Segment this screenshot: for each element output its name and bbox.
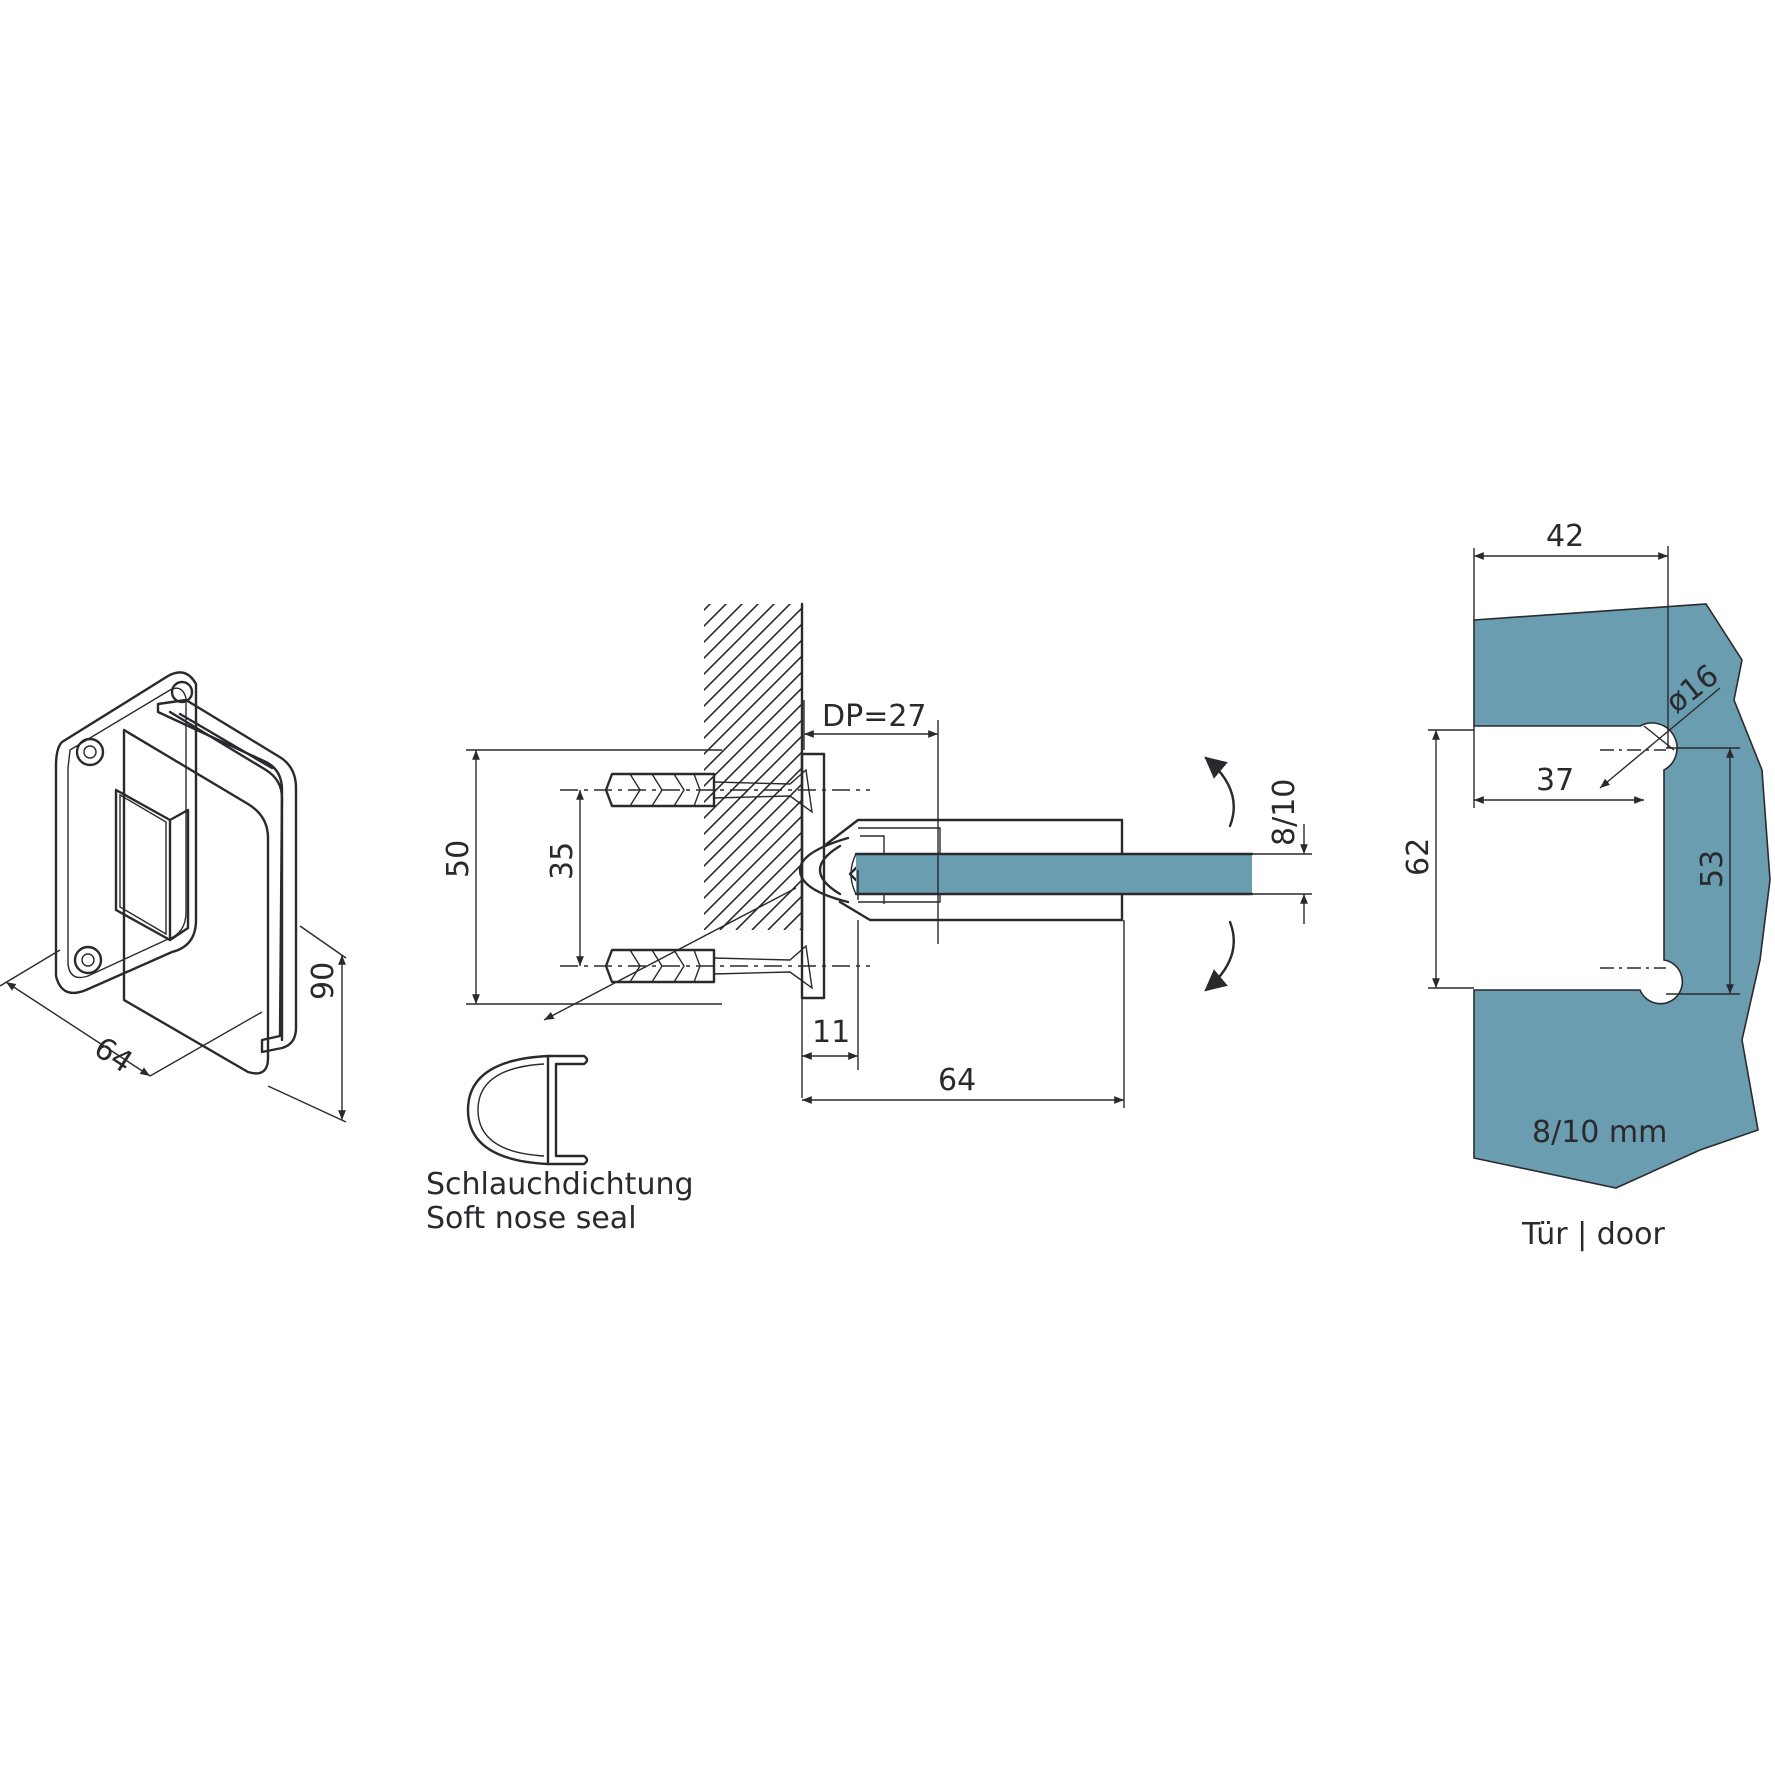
hinge-side-view: 50 35 DP=27 8/10 11 64 Schla [304, 590, 1312, 1236]
hatch-line [704, 622, 802, 724]
seal-label-de: Schlauchdichtung [426, 1167, 694, 1202]
iso-wall-plate [54, 671, 198, 995]
seal-label-en: Soft nose seal [426, 1201, 637, 1236]
door-caption: Tür | door [1521, 1217, 1665, 1252]
hatch-line [704, 702, 802, 804]
glass-door-cutout [1473, 603, 1771, 1189]
wall-hatch [304, 590, 802, 930]
dim-53: 53 [1695, 850, 1730, 888]
hatch-line [735, 862, 802, 930]
iso-clamp-back [156, 698, 298, 1054]
dim-glass: 8/10 [1267, 779, 1302, 846]
dim-35: 35 [545, 842, 580, 880]
hatch-line [304, 590, 644, 930]
glass-panel [856, 854, 1252, 894]
hatch-line [704, 604, 776, 676]
hatch-line [704, 604, 744, 644]
iso-hole-top [75, 737, 105, 767]
dim-42: 42 [1546, 519, 1584, 554]
hatch-line [704, 782, 802, 884]
dim-50: 50 [441, 840, 476, 878]
iso-hole-bottom [73, 945, 103, 975]
dim-64: 64 [938, 1063, 976, 1098]
iso-dim-width: 64 [88, 1030, 139, 1080]
iso-clamp-front [122, 728, 270, 1075]
diameter-leader [1599, 687, 1721, 789]
dim-62: 62 [1401, 838, 1436, 876]
seal-leader [543, 887, 797, 1021]
hatch-line [704, 670, 802, 772]
hatch-line [704, 814, 802, 916]
anchor-bottom [560, 944, 870, 990]
dim-37: 37 [1536, 763, 1574, 798]
hatch-line [704, 830, 802, 930]
iso-dim-height: 90 [306, 962, 341, 1000]
swing-arrow-down [1204, 920, 1235, 992]
seal-profile [466, 1054, 589, 1166]
hatch-line [704, 718, 802, 820]
hatch-line [719, 846, 802, 930]
hinge-iso-view: 64 90 [0, 671, 347, 1123]
hatch-line [368, 590, 708, 930]
glass-cutout-view: 42 ø16 37 62 53 8/10 mm Tür | door [1401, 519, 1771, 1252]
dim-dp: DP=27 [822, 699, 927, 734]
hatch-line [704, 750, 802, 852]
hatch-line [352, 590, 692, 930]
hatch-line [704, 638, 802, 740]
hatch-line [704, 604, 792, 692]
thickness-label: 8/10 mm [1532, 1115, 1667, 1150]
hatch-line [704, 686, 802, 788]
anchor-top [560, 768, 870, 814]
hatch-line [704, 606, 802, 708]
hatch-line [704, 798, 802, 900]
hatch-line [320, 590, 660, 930]
hatch-line [704, 734, 802, 836]
hatch-line [704, 604, 760, 660]
swing-arrow-up [1204, 756, 1235, 828]
hatch-line [336, 590, 676, 930]
dim-11: 11 [812, 1015, 850, 1050]
